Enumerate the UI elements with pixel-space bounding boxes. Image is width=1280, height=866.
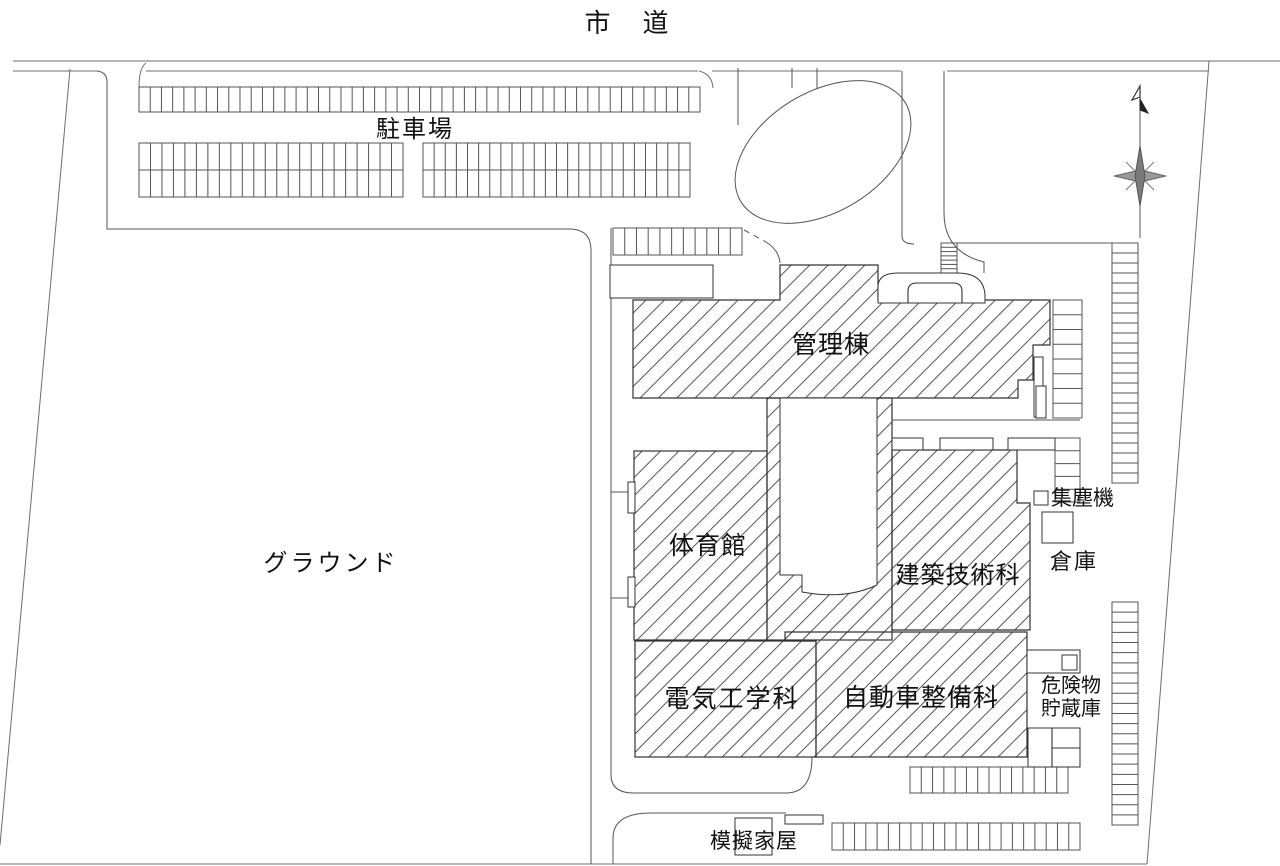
architecture-dept-shape — [891, 449, 1031, 631]
auto-maintenance-dept-shape — [784, 631, 1028, 758]
label-mock-house: 模擬家屋 — [710, 829, 798, 853]
gym-landing — [627, 481, 636, 514]
parking-strip — [831, 822, 1081, 851]
site-boundary — [0, 60, 1210, 865]
parking-strip — [422, 142, 691, 198]
label-parking: 駐車場 — [376, 115, 454, 143]
rotary-oval — [734, 80, 912, 224]
stair-strip — [1052, 299, 1083, 419]
hazmat-box — [1061, 654, 1078, 671]
roof-notch — [939, 437, 994, 451]
label-warehouse: 倉庫 — [1050, 550, 1098, 575]
parking-stalls — [138, 86, 1081, 851]
north-compass-icon — [1113, 83, 1167, 238]
se-steps — [1027, 727, 1081, 768]
label-admin: 管理棟 — [792, 330, 870, 359]
parking-strip — [138, 86, 701, 113]
entrance-canopy-inner — [907, 282, 963, 303]
label-architecture: 建築技術科 — [896, 561, 1021, 589]
label-electrical: 電気工学科 — [664, 684, 799, 713]
label-hazmat-2: 貯蔵庫 — [1041, 696, 1101, 720]
parking-strip — [138, 142, 404, 198]
mock-house-pad — [784, 814, 824, 825]
internal-roads — [96, 68, 1112, 864]
stair-strip — [1111, 242, 1139, 484]
stair-strip — [1054, 437, 1081, 503]
label-ground: グラウンド — [264, 549, 399, 577]
admin-building-shape — [632, 264, 1051, 399]
label-dust-collector: 集塵機 — [1051, 486, 1114, 510]
label-hazmat-1: 危険物 — [1041, 673, 1101, 697]
electrical-dept-shape — [634, 640, 817, 758]
stair-strips — [940, 242, 1139, 826]
warehouse-box — [1041, 511, 1074, 544]
label-city-road: 市 道 — [584, 9, 671, 39]
gym-landing — [627, 576, 636, 608]
gymnasium-shape — [633, 450, 768, 641]
north-annex — [609, 264, 714, 299]
stair-strip — [940, 242, 958, 274]
label-auto-maintenance: 自動車整備科 — [843, 683, 999, 712]
label-gymnasium: 体育館 — [669, 531, 747, 560]
stair-strip — [1111, 601, 1139, 826]
dust-collector-box — [1033, 490, 1049, 506]
parking-strip — [612, 227, 743, 256]
roof-notch — [891, 437, 924, 451]
parking-strip — [909, 766, 1069, 794]
city-road — [13, 60, 1280, 89]
small-structures — [609, 264, 1081, 856]
mock-house-box — [734, 817, 773, 856]
entrance-canopy — [877, 272, 986, 304]
courtyard — [779, 397, 878, 596]
roof-notch — [1007, 437, 1056, 451]
labels: 市 道 駐車場 グラウンド 管理棟 体育館 建築技術科 集塵機 倉庫 電気工学科… — [264, 9, 1115, 853]
admin-stair-door — [1035, 385, 1047, 419]
